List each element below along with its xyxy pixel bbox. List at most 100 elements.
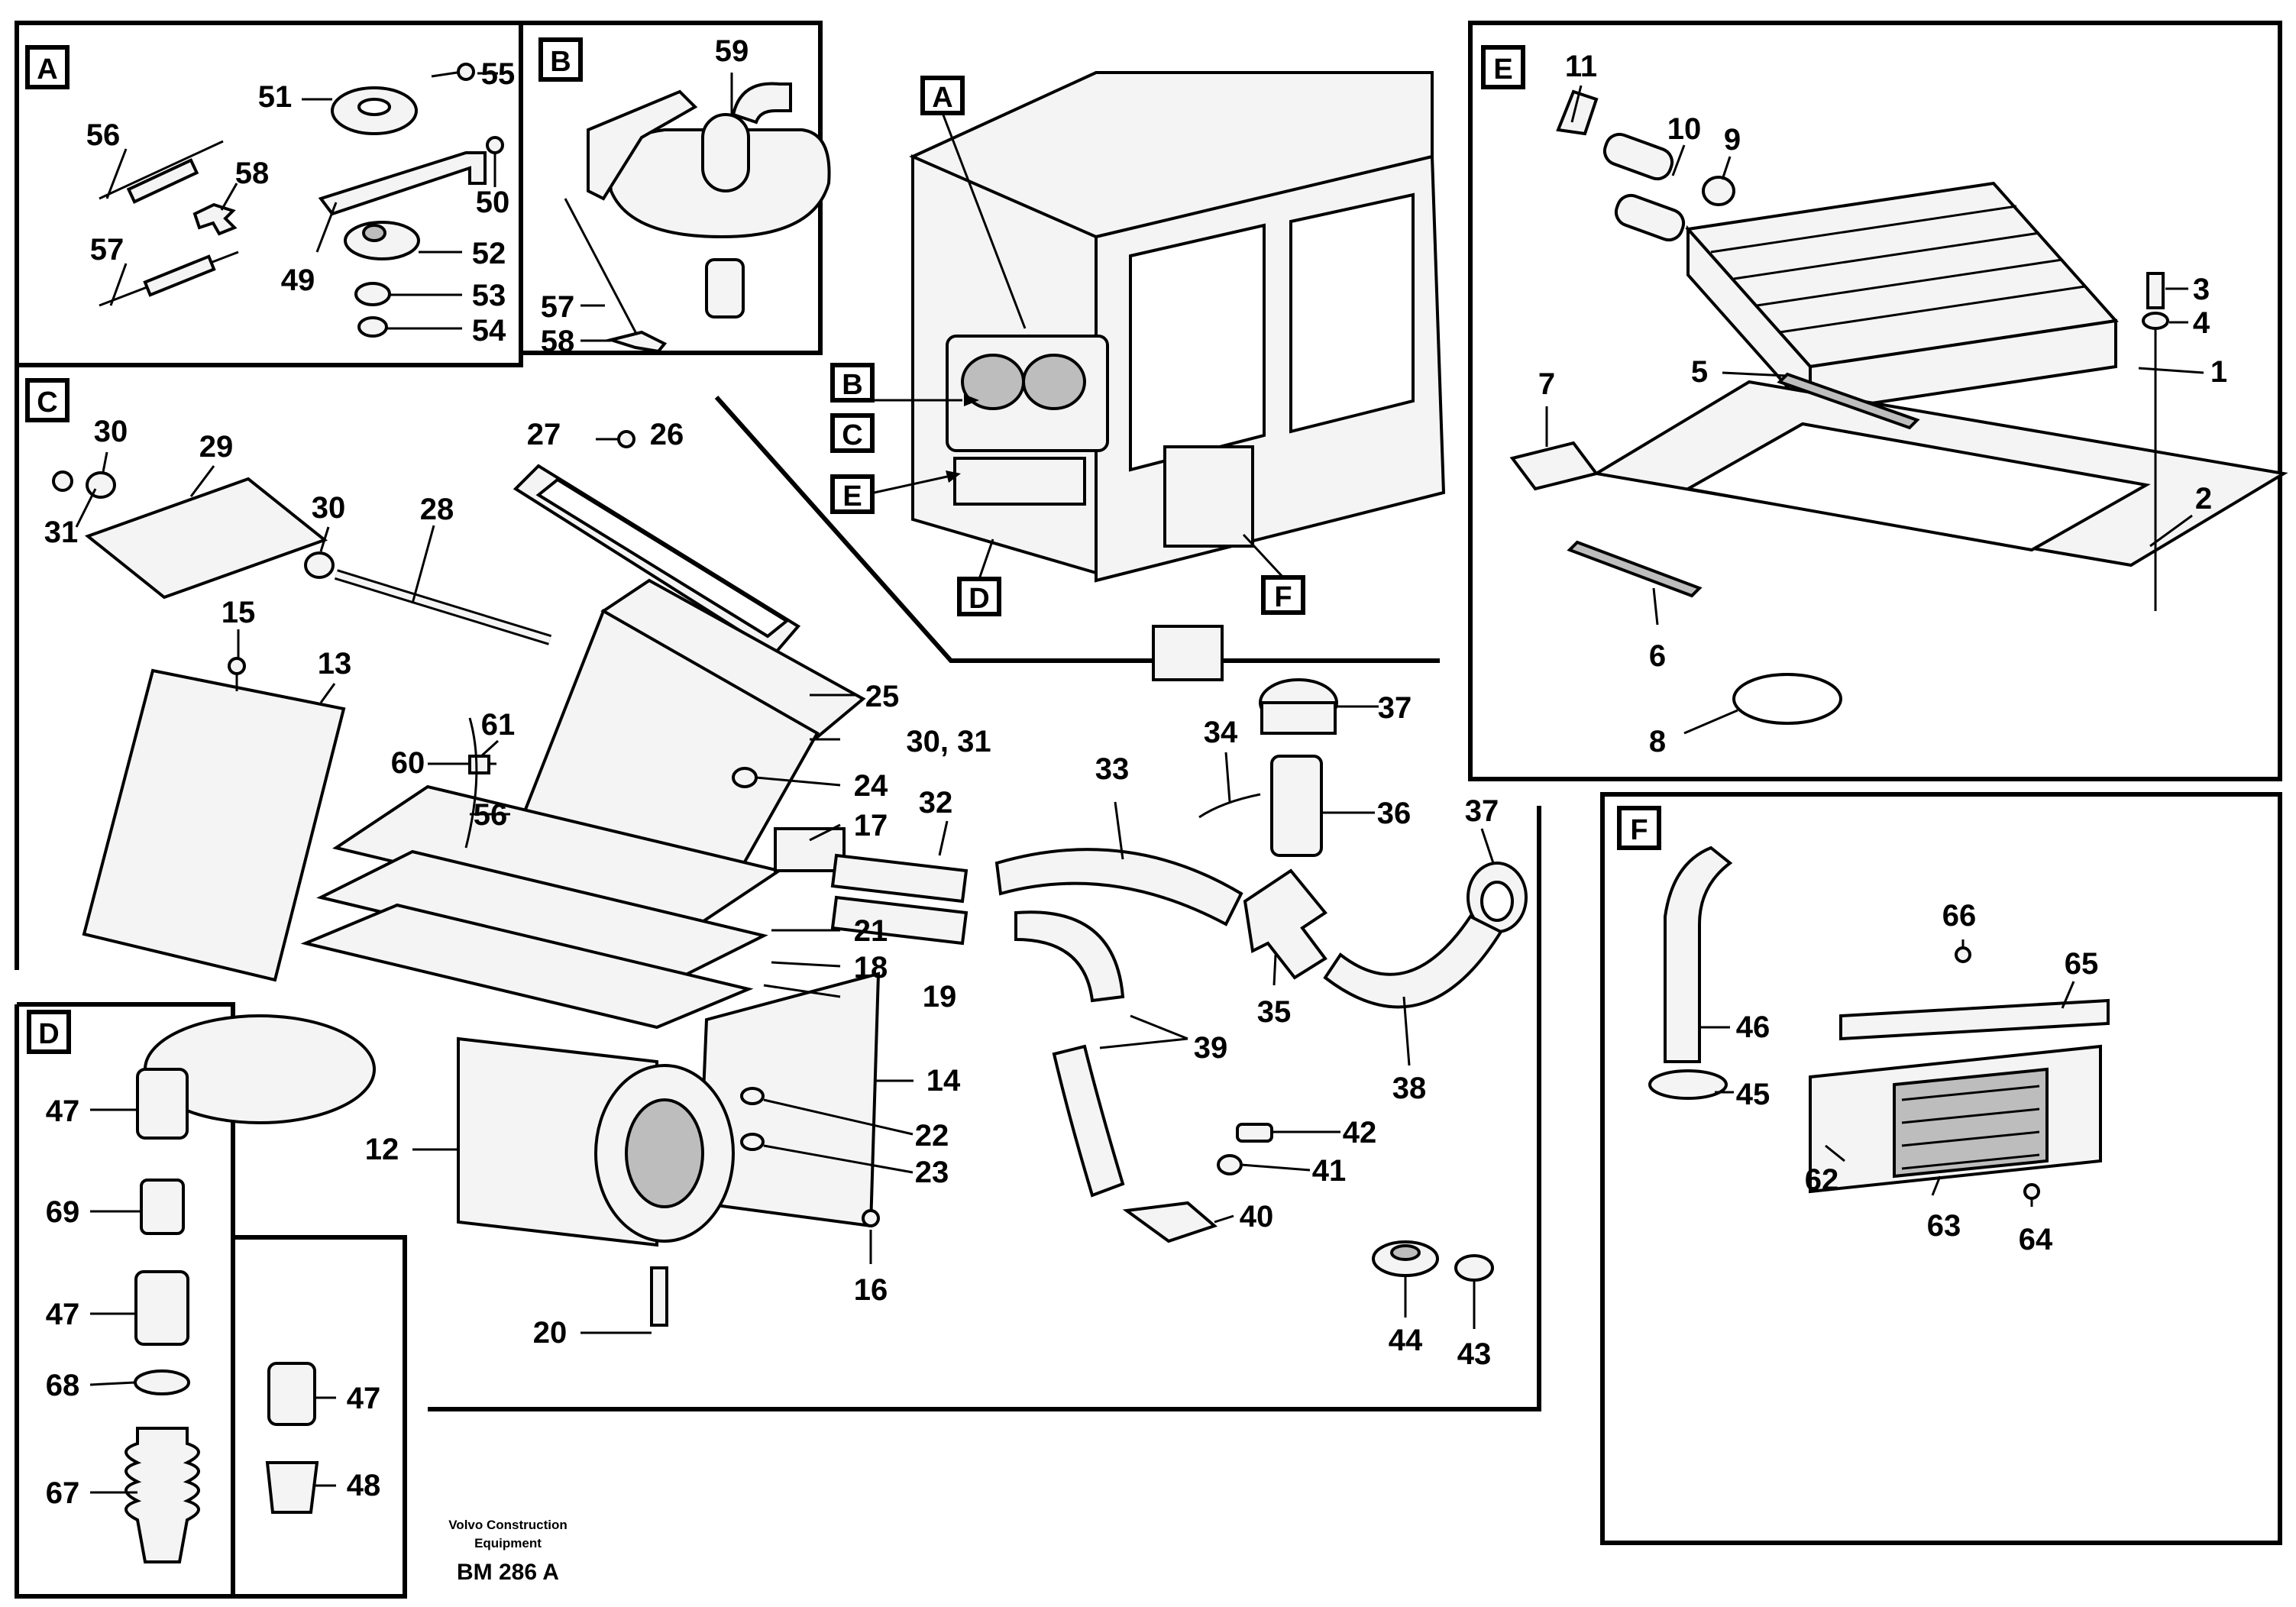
label-65: 65 — [2065, 947, 2099, 981]
label-3: 3 — [2193, 273, 2210, 306]
label-50: 50 — [476, 186, 510, 219]
label-23: 23 — [915, 1156, 949, 1189]
label-57a: 57 — [90, 233, 125, 267]
label-33: 33 — [1095, 752, 1130, 786]
label-11: 11 — [1565, 50, 1597, 83]
label-67: 67 — [46, 1476, 80, 1510]
company-name-line1: Volvo Construction — [448, 1518, 568, 1532]
label-20: 20 — [533, 1316, 568, 1350]
label-30-31: 30, 31 — [906, 725, 991, 758]
label-47a: 47 — [46, 1095, 80, 1128]
label-46: 46 — [1736, 1010, 1771, 1044]
label-31: 31 — [44, 516, 79, 549]
label-45: 45 — [1736, 1078, 1771, 1111]
label-56a: 56 — [86, 118, 121, 152]
label-6: 6 — [1649, 639, 1666, 673]
label-47b: 47 — [46, 1298, 80, 1331]
label-24: 24 — [854, 769, 888, 803]
label-62: 62 — [1805, 1163, 1839, 1197]
section-b-letter: B — [550, 46, 571, 78]
label-12: 12 — [365, 1133, 399, 1166]
label-27: 27 — [527, 418, 561, 451]
section-b-tag — [538, 37, 583, 82]
label-42: 42 — [1343, 1116, 1377, 1149]
label-54: 54 — [472, 314, 506, 348]
hose-parts — [830, 678, 1528, 1329]
callout-a-letter: A — [932, 82, 952, 114]
label-51: 51 — [258, 80, 293, 114]
label-22: 22 — [915, 1119, 949, 1153]
label-18: 18 — [854, 951, 888, 985]
label-17: 17 — [854, 809, 888, 842]
label-7: 7 — [1538, 367, 1555, 401]
section-d-tag — [27, 1010, 71, 1054]
callout-e-tag — [830, 474, 875, 514]
callout-b-letter: B — [842, 369, 862, 401]
label-28: 28 — [420, 493, 454, 526]
label-53: 53 — [472, 279, 506, 312]
part-labels: 56 58 57 51 55 50 49 52 53 54 59 57 58 3… — [44, 34, 2227, 1510]
label-16: 16 — [854, 1273, 888, 1307]
callout-d-tag — [957, 577, 1001, 616]
label-66: 66 — [1942, 899, 1977, 933]
label-43: 43 — [1457, 1337, 1492, 1371]
label-36: 36 — [1377, 797, 1412, 830]
label-58a: 58 — [235, 157, 270, 190]
label-21: 21 — [854, 914, 888, 948]
label-29: 29 — [199, 430, 234, 464]
section-a-letter: A — [37, 53, 57, 86]
label-37a: 37 — [1378, 691, 1412, 725]
section-e-letter: E — [1493, 53, 1512, 86]
label-47c: 47 — [347, 1382, 381, 1415]
company-name-line2: Equipment — [474, 1536, 542, 1550]
footer: Volvo Construction Equipment BM 286 A — [448, 1518, 568, 1585]
label-69: 69 — [46, 1195, 80, 1229]
label-4: 4 — [2193, 306, 2210, 340]
section-c-tag — [25, 378, 70, 422]
label-55: 55 — [481, 57, 516, 91]
label-8: 8 — [1649, 725, 1666, 758]
label-25: 25 — [865, 680, 900, 713]
label-5: 5 — [1691, 355, 1708, 389]
callout-e-letter: E — [842, 480, 862, 512]
cab-callouts: A B C E D F — [830, 76, 1305, 616]
callout-f-letter: F — [1274, 581, 1292, 613]
callout-c-letter: C — [842, 419, 862, 451]
label-30a: 30 — [94, 415, 128, 448]
callout-a-tag — [920, 76, 965, 115]
label-15: 15 — [222, 596, 256, 629]
label-1: 1 — [2210, 355, 2227, 389]
label-13: 13 — [318, 647, 352, 681]
cab-drawing — [870, 71, 1446, 681]
label-35: 35 — [1257, 995, 1292, 1029]
section-f-frame — [1600, 792, 2282, 1545]
label-44: 44 — [1389, 1324, 1423, 1357]
section-d-letter: D — [38, 1018, 59, 1050]
label-34: 34 — [1204, 716, 1238, 749]
label-49: 49 — [281, 264, 315, 297]
section-f-parts — [1648, 846, 2110, 1207]
label-57b: 57 — [541, 290, 575, 324]
label-32: 32 — [919, 786, 953, 820]
label-61: 61 — [481, 708, 516, 742]
section-e-tag — [1481, 45, 1525, 89]
label-59: 59 — [715, 34, 749, 68]
label-56b: 56 — [474, 798, 508, 832]
section-e-parts — [1509, 85, 2288, 735]
label-41: 41 — [1312, 1154, 1347, 1188]
label-48: 48 — [347, 1469, 381, 1502]
callout-c-tag — [830, 413, 875, 453]
label-19: 19 — [923, 980, 957, 1014]
section-a-tag — [25, 45, 70, 89]
section-f-letter: F — [1630, 814, 1648, 846]
section-c-letter: C — [37, 386, 57, 419]
label-38: 38 — [1392, 1072, 1427, 1105]
section-a-parts — [99, 63, 504, 338]
label-58b: 58 — [541, 325, 575, 358]
label-39: 39 — [1194, 1031, 1228, 1065]
label-14: 14 — [926, 1064, 961, 1098]
label-2: 2 — [2195, 482, 2212, 516]
label-52: 52 — [472, 237, 506, 270]
callout-b-tag — [830, 363, 875, 403]
label-64: 64 — [2019, 1223, 2053, 1256]
